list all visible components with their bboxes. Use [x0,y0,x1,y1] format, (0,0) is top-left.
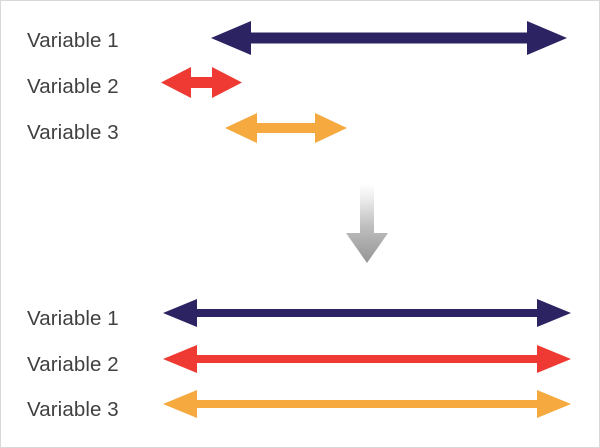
variable-label: Variable 2 [27,352,119,376]
variable-row: Variable 3 [1,387,599,433]
range-arrow-navy [211,21,567,61]
variable-label: Variable 3 [27,120,119,144]
variable-label: Variable 1 [27,306,119,330]
range-arrow-red [161,67,242,107]
variable-row: Variable 2 [1,64,599,110]
variable-row: Variable 1 [1,296,599,342]
range-arrow-orange [163,390,571,430]
variable-label: Variable 3 [27,397,119,421]
variable-row: Variable 1 [1,18,599,64]
variable-label: Variable 2 [27,74,119,98]
down-arrow-icon [345,184,389,264]
range-arrow-orange [225,113,347,153]
variable-row: Variable 3 [1,110,599,156]
variable-label: Variable 1 [27,28,119,52]
range-arrow-red [163,345,571,385]
variable-row: Variable 2 [1,342,599,388]
range-arrow-navy [163,299,571,339]
